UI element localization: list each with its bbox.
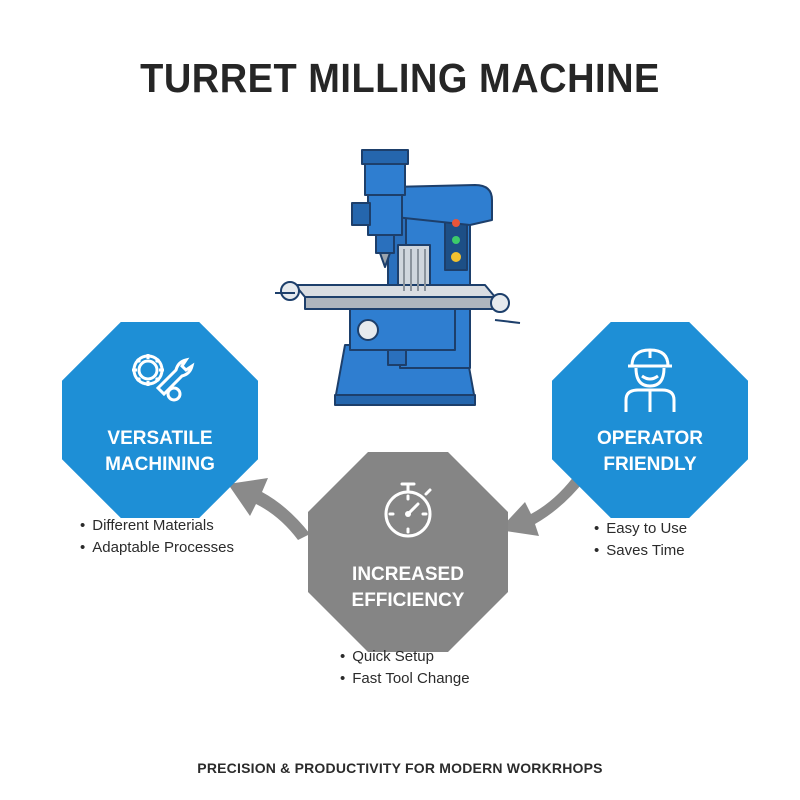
diagram-title: TURRET MILLING MACHINE (140, 56, 660, 102)
bullet-list-operator: Easy to Use Saves Time (594, 518, 687, 562)
bullet-list-efficiency: Quick Setup Fast Tool Change (340, 646, 470, 690)
arrow-to-left (228, 478, 310, 540)
list-item: Saves Time (594, 540, 687, 562)
list-item: Different Materials (80, 515, 234, 537)
footer-tagline: PRECISION & PRODUCTIVITY FOR MODERN WORK… (197, 760, 603, 776)
bullet-list-versatile: Different Materials Adaptable Processes (80, 515, 234, 559)
list-item: Quick Setup (340, 646, 470, 668)
node-increased-efficiency: INCREASED EFFICIENCY (308, 452, 508, 652)
operator-hardhat-icon (624, 348, 676, 412)
node-title: OPERATOR FRIENDLY (597, 428, 703, 475)
stopwatch-icon (384, 482, 432, 538)
node-title: VERSATILE MACHINING (105, 428, 215, 475)
list-item: Adaptable Processes (80, 537, 234, 559)
node-title: INCREASED EFFICIENCY (351, 564, 465, 611)
list-item: Easy to Use (594, 518, 687, 540)
list-item: Fast Tool Change (340, 668, 469, 690)
arrow-to-right (499, 472, 585, 536)
node-operator-friendly: OPERATOR FRIENDLY (552, 322, 748, 518)
milling-machine-illustration (275, 149, 521, 406)
node-versatile-machining: VERSATILE MACHINING (62, 322, 258, 518)
gear-wrench-icon (132, 354, 195, 402)
